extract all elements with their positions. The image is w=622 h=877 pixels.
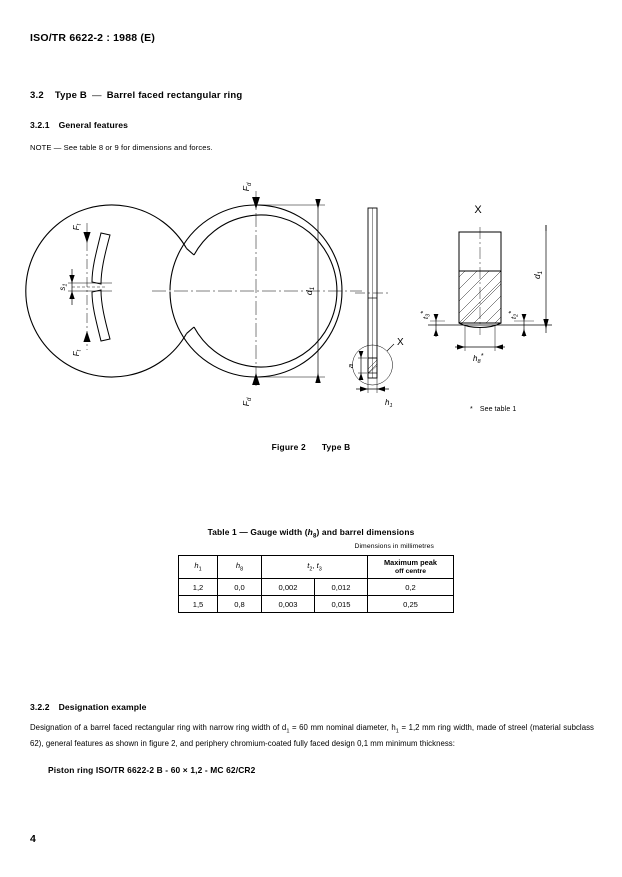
- subsection-heading-3-2-2: 3.2.2 Designation example: [30, 702, 147, 712]
- col-header-t3-sym: t: [316, 561, 319, 571]
- label-force-tangential-top: Ft: [72, 223, 83, 230]
- col-header-maxpeak-line1: Maximum peak: [384, 557, 437, 567]
- note-label: NOTE —: [30, 143, 62, 152]
- col-header-maximum-peak: Maximum peak off centre: [367, 555, 454, 579]
- label-t3: t3*: [421, 311, 432, 319]
- section-subtitle: Barrel faced rectangular ring: [106, 90, 243, 101]
- note-line: NOTE — See table 8 or 9 for dimensions a…: [30, 143, 213, 152]
- cell-t3: 0,015: [314, 595, 368, 613]
- cell-t3: 0,012: [314, 578, 368, 596]
- figure-caption-label: Figure 2: [271, 442, 306, 452]
- figure-footnote: * See table 1: [470, 406, 516, 413]
- designation-title: Designation example: [58, 702, 147, 712]
- footnote-text: See table 1: [479, 406, 517, 413]
- document-header: ISO/TR 6622-2 : 1988 (E): [30, 32, 156, 44]
- subsection-heading-3-2-1: 3.2.1 General features: [30, 120, 128, 130]
- col-header-t-sep: ,: [312, 561, 317, 571]
- col-header-t3-sub: 3: [318, 566, 322, 573]
- table-header-row: h1 h8 t2, t3 Maximum peak off centre: [178, 555, 454, 579]
- figure-caption: Figure 2 Type B: [0, 442, 622, 452]
- col-header-h1-sym: h: [194, 561, 199, 571]
- label-t2: t2*: [509, 311, 520, 319]
- label-detail-title-x: X: [474, 204, 482, 216]
- col-header-t2-sub: 2: [309, 566, 313, 573]
- designation-paragraph: Designation of a barrel faced rectangula…: [30, 722, 594, 750]
- cell-h8: 0,8: [217, 595, 262, 613]
- label-force-diametral-top: Fd: [241, 182, 253, 191]
- table-row: 1,2 0,0 0,002 0,012 0,2: [178, 578, 454, 596]
- section-dash: —: [91, 90, 102, 101]
- designation-par-2: = 60 mm nominal diameter, h: [289, 723, 396, 732]
- col-header-h1: h1: [178, 555, 218, 579]
- gauge-width-table: h1 h8 t2, t3 Maximum peak off centre 1,2…: [178, 555, 454, 613]
- section-title: Type B: [54, 90, 87, 101]
- col-header-h8-sym: h: [235, 561, 241, 571]
- table-title-symbol-sub: 8: [312, 533, 317, 540]
- table-title-symbol: h: [307, 527, 313, 537]
- label-h8: h8*: [473, 353, 484, 365]
- label-gap-s1: s1: [58, 283, 69, 290]
- table-row: 1,5 0,8 0,003 0,015 0,25: [178, 595, 454, 613]
- section-number: 3.2: [30, 90, 44, 101]
- subsection-number: 3.2.1: [30, 120, 50, 130]
- page-number: 4: [30, 833, 36, 845]
- designation-par-3: = 1,2 mm ring width, made of streel (mat…: [30, 723, 595, 749]
- figure-2-svg: Ft Ft s1 Fd Fd d1 a X h1 X: [25, 182, 552, 409]
- table-title-post: ) and barrel dimensions: [316, 527, 415, 537]
- figure-2-drawing: Ft Ft s1 Fd Fd d1 a X h1 X: [0, 165, 622, 415]
- designation-par-1: Designation of a barrel faced rectangula…: [30, 723, 287, 732]
- col-header-h8: h8: [217, 555, 262, 579]
- col-header-maxpeak-line2: off centre: [395, 568, 426, 575]
- cell-maxpeak: 0,25: [367, 595, 454, 613]
- figure-caption-text: Type B: [321, 442, 351, 452]
- cell-h1: 1,5: [178, 595, 218, 613]
- col-header-h1-sub: 1: [198, 566, 202, 573]
- table-title-pre: Table 1 — Gauge width (: [207, 527, 308, 537]
- col-header-t2-t3: t2, t3: [261, 555, 368, 579]
- designation-par-sub1: 1: [286, 728, 290, 735]
- label-height-h1: h1: [385, 398, 393, 409]
- subsection-title: General features: [58, 120, 129, 130]
- cell-h1: 1,2: [178, 578, 218, 596]
- designation-number: 3.2.2: [30, 702, 50, 712]
- designation-par-sub2: 1: [395, 728, 399, 735]
- table-1-title: Table 1 — Gauge width (h8) and barrel di…: [0, 527, 622, 540]
- designation-string: Piston ring ISO/TR 6622-2 B - 60 × 1,2 -…: [48, 765, 256, 775]
- cell-t2: 0,003: [261, 595, 315, 613]
- cell-maxpeak: 0,2: [367, 578, 454, 596]
- cell-h8: 0,0: [217, 578, 262, 596]
- table-units-note: Dimensions in millimetres: [354, 543, 434, 550]
- label-diameter-d1-detail: d1: [532, 271, 544, 279]
- col-header-h8-sub: 8: [240, 566, 244, 573]
- note-text: See table 8 or 9 for dimensions and forc…: [63, 143, 213, 152]
- section-heading-3-2: 3.2 Type B — Barrel faced rectangular ring: [30, 90, 242, 101]
- label-force-tangential-bottom: Ft: [72, 349, 83, 356]
- label-force-diametral-bottom: Fd: [241, 397, 253, 406]
- label-diameter-d1-ring: d1: [304, 287, 316, 295]
- label-axial-a: a: [346, 364, 355, 368]
- cell-t2: 0,002: [261, 578, 315, 596]
- col-header-t2-sym: t: [307, 561, 310, 571]
- footnote-marker: *: [470, 406, 473, 413]
- label-detail-mark-x: X: [397, 337, 404, 348]
